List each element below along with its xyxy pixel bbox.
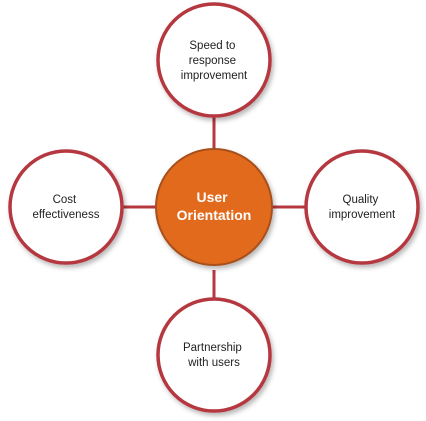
node-label-line: improvement — [181, 70, 248, 82]
svg-text:Speed to response: Speed to response improvement — [181, 40, 248, 82]
node-label-line: Cost — [53, 194, 77, 206]
center-circle — [155, 148, 273, 266]
node-label-line: improvement — [329, 209, 396, 221]
node-label-line: Quality — [343, 194, 379, 206]
node-circle — [304, 149, 420, 265]
center-label-line: Orientation — [177, 207, 252, 223]
node-quality-improvement: Quality improvement — [304, 149, 420, 265]
node-circle — [8, 149, 124, 265]
node-circle — [156, 2, 272, 118]
svg-text:Quality improvement: Quality improvement — [329, 194, 396, 221]
node-label-line: with users — [187, 357, 240, 369]
svg-text:Partnership with users: Partnership with users — [183, 342, 245, 369]
svg-text:Cost effectiveness: Cost effectiveness — [33, 194, 100, 221]
node-label-line: effectiveness — [33, 209, 100, 221]
node-speed-to-response: Speed to response improvement — [156, 2, 272, 118]
node-label-line: Speed to — [189, 40, 235, 52]
node-cost-effectiveness: Cost effectiveness — [8, 149, 124, 265]
node-label-line: response — [189, 55, 236, 67]
node-label-line: Partnership — [183, 342, 242, 354]
center-label-line: User — [196, 189, 228, 205]
node-circle — [156, 297, 272, 413]
node-partnership-with-users: Partnership with users — [156, 297, 272, 413]
svg-text:User Orientation: User Orientation — [177, 189, 252, 223]
center-user-orientation: User Orientation — [155, 148, 273, 266]
